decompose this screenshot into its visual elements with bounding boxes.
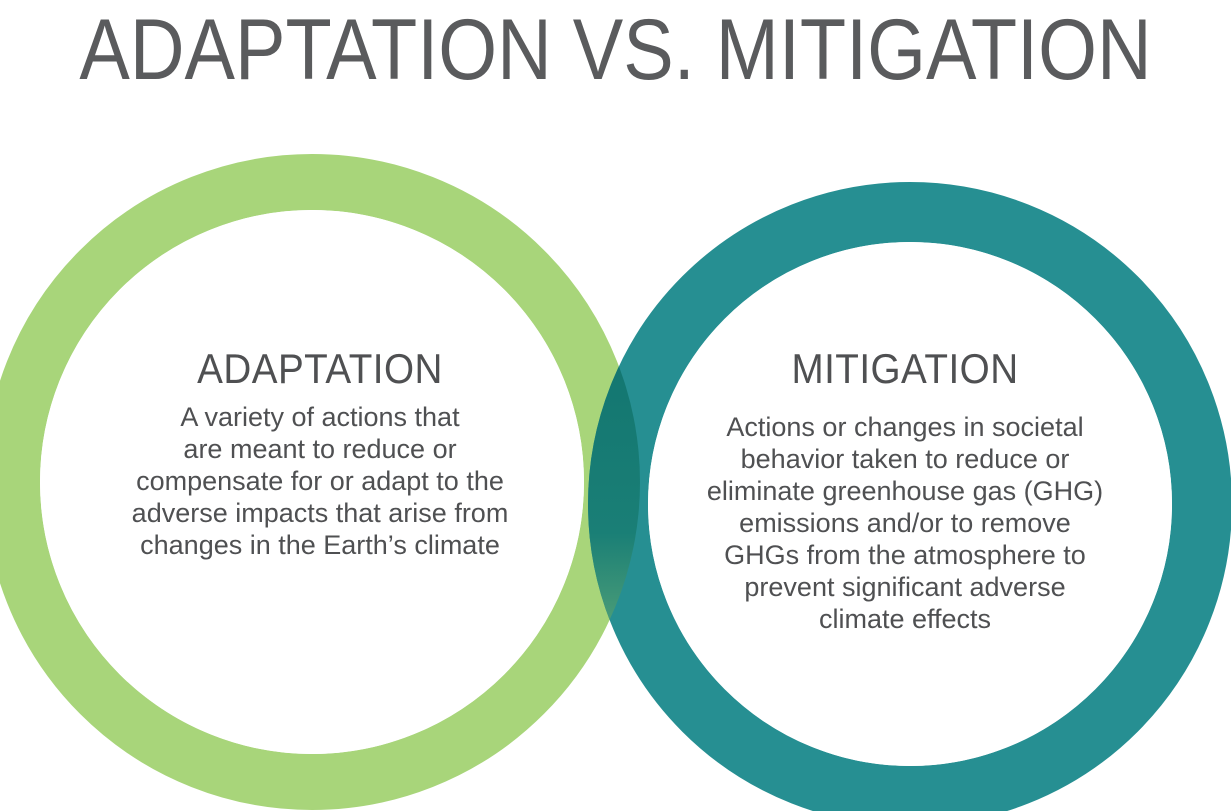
adaptation-heading: ADAPTATION (197, 345, 443, 392)
adaptation-description: A variety of actions that are meant to r… (131, 402, 509, 560)
ring-overlap (588, 182, 640, 810)
diagram-title: ADAPTATION VS. MITIGATION (79, 2, 1152, 98)
adaptation-block: ADAPTATION A variety of actions that are… (80, 345, 560, 561)
mitigation-heading: MITIGATION (791, 345, 1019, 392)
mitigation-block: MITIGATION Actions or changes in societa… (665, 345, 1145, 635)
mitigation-description: Actions or changes in societal behavior … (706, 412, 1104, 634)
